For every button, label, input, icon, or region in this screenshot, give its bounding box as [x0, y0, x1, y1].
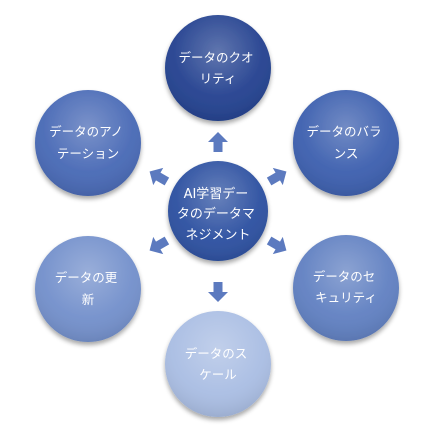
- center-label-line-1: AI学習デー: [184, 186, 249, 202]
- center-node: [168, 161, 268, 261]
- node-update-label: データの更 新: [55, 270, 122, 307]
- arrow-to-scale: [208, 282, 228, 302]
- node-annotation-line-1: データのアノ: [49, 124, 123, 139]
- node-annotation-shine: [35, 90, 141, 196]
- arrow-to-update: [149, 236, 170, 255]
- node-security-line-1: データのセ: [313, 269, 376, 284]
- node-update-shine: [35, 236, 141, 342]
- node-balance-shine: [293, 90, 399, 196]
- node-security-label: データのセ キュリティ: [313, 269, 380, 305]
- node-quality-label: データのクオ リティ: [179, 50, 258, 86]
- center-shine: [168, 161, 268, 261]
- node-scale-label: データのス ケール: [185, 346, 252, 382]
- arrow-to-annotation: [149, 167, 170, 186]
- node-security: データのセ キュリティ: [293, 235, 399, 341]
- node-update-line-1: データの更: [55, 270, 118, 285]
- node-update-line-2: 新: [82, 292, 95, 307]
- node-scale-shine: [165, 311, 271, 417]
- node-balance-line-2: ンス: [334, 146, 359, 161]
- node-security-line-2: キュリティ: [315, 290, 377, 305]
- arrow-to-security: [266, 236, 287, 255]
- arrows-layer: [149, 132, 287, 302]
- node-scale: データのス ケール: [165, 311, 271, 417]
- arrow-to-balance: [266, 167, 287, 186]
- node-quality-shine: [165, 15, 271, 121]
- center-label: AI学習デー タのデータマ ネジメント: [177, 186, 259, 243]
- node-quality-line-2: リティ: [200, 71, 237, 86]
- node-scale-line-2: ケール: [199, 367, 237, 382]
- node-quality-line-1: データのクオ: [179, 50, 254, 65]
- node-annotation-label: データのアノ テーション: [49, 124, 127, 161]
- node-quality: データのクオ リティ: [165, 15, 271, 121]
- arrow-to-quality: [208, 132, 228, 152]
- node-balance-label: データのバラ ンス: [307, 124, 386, 161]
- node-annotation: データのアノ テーション: [35, 90, 141, 196]
- node-balance-line-1: データのバラ: [307, 124, 382, 139]
- center-label-line-2: タのデータマ: [177, 206, 255, 222]
- node-security-shine: [293, 235, 399, 341]
- node-update: データの更 新: [35, 236, 141, 342]
- node-scale-line-1: データのス: [185, 346, 248, 361]
- center-label-line-3: ネジメント: [185, 228, 250, 243]
- node-balance: データのバラ ンス: [293, 90, 399, 196]
- node-annotation-line-2: テーション: [57, 146, 119, 161]
